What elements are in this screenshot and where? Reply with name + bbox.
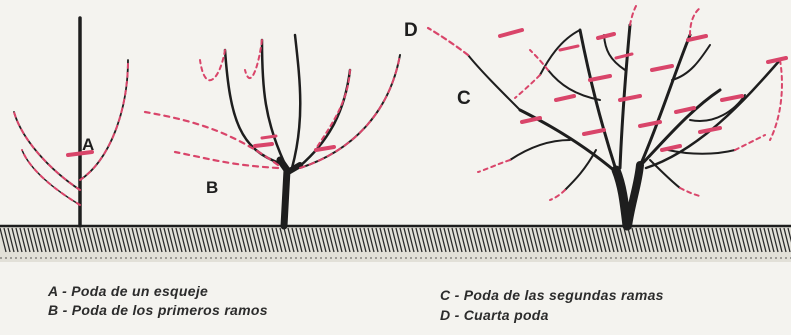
marker-b: B [206,178,218,197]
marker-c: C [457,88,471,109]
tree-first-branches [145,35,400,226]
tree-second-branches [428,6,786,226]
legend-d: D - Cuarta poda [440,307,549,323]
legend-c: C - Poda de las segundas ramas [440,287,664,303]
marker-a: A [82,135,94,154]
tree-cutting [14,18,128,226]
legend-a: A - Poda de un esqueje [48,283,208,299]
marker-d: D [404,20,418,41]
ground [0,226,791,262]
legend-b: B - Poda de los primeros ramos [48,302,268,318]
